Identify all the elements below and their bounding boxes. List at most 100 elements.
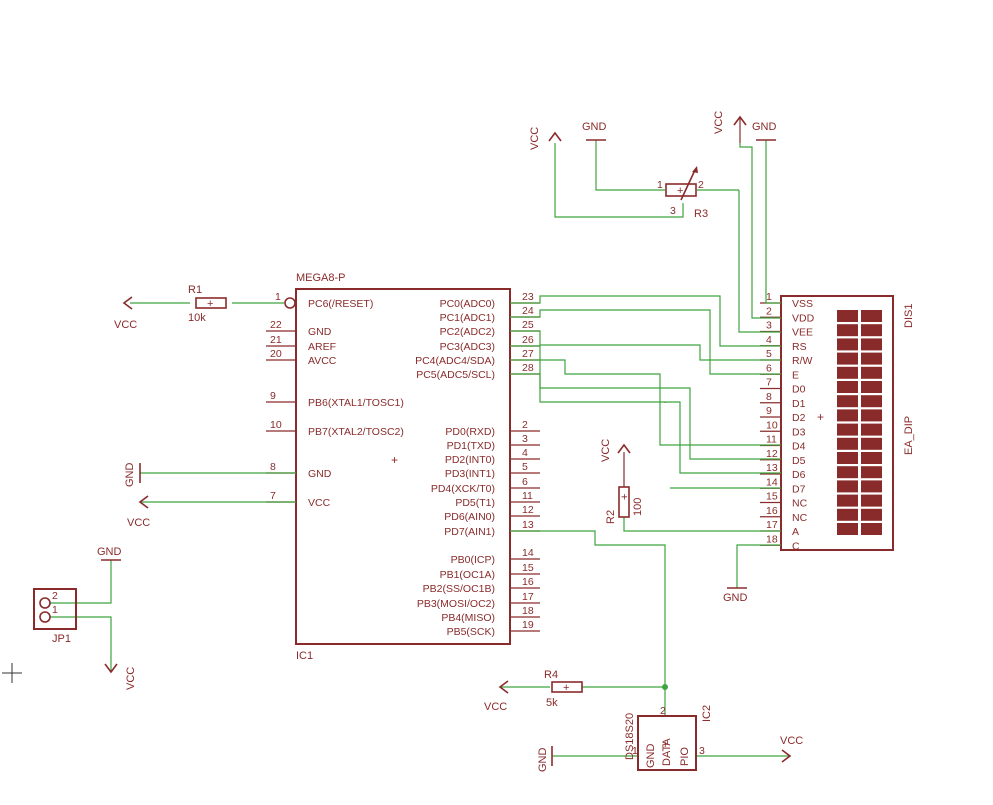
dis1-origin-mark: + (817, 410, 824, 424)
ic2[interactable]: DS18S20 IC2 GND DATA PIO 2 1 3 + (624, 705, 713, 771)
wire-pc4-d5 (510, 359, 781, 460)
ic1-pin-name: PC2(ADC2) (440, 326, 495, 338)
r1[interactable]: + R1 10k 1 (188, 284, 281, 324)
r2-name: R2 (605, 510, 617, 524)
svg-text:VCC: VCC (529, 127, 541, 150)
dis1-pin-number: 5 (766, 348, 772, 360)
ic1-pin-number: 28 (522, 362, 534, 374)
ic1-pin-name: PB2(SS/OC1B) (423, 583, 495, 595)
svg-text:GND: GND (645, 744, 657, 769)
dis1-pin-name: E (792, 369, 799, 381)
svg-text:VCC: VCC (125, 667, 137, 690)
wire-r2-a (623, 517, 781, 532)
ic1-pin-number: 19 (522, 619, 534, 631)
wire-pd7-data (510, 530, 666, 687)
svg-text:VCC: VCC (713, 111, 725, 134)
junction-dot (662, 684, 668, 690)
svg-text:VCC: VCC (600, 439, 612, 462)
ic1-pin-name: PC3(ADC3) (440, 341, 495, 353)
svg-text:+: + (662, 739, 668, 751)
ic1-pin-name: GND (308, 326, 332, 338)
lcd-segment (861, 324, 882, 337)
svg-text:3: 3 (670, 205, 676, 217)
svg-text:2: 2 (52, 590, 58, 602)
r3[interactable]: + 1 2 3 R3 (657, 166, 708, 220)
lcd-segment (837, 409, 858, 422)
dis1-pin-name: NC (792, 498, 808, 510)
power-symbols: VCC VCC GND GND VCC VCC GND VCC GND VCC … (97, 111, 803, 772)
lcd-segment (837, 508, 858, 521)
r3-body (665, 183, 697, 197)
ic1-pin-name: PB7(XTAL2/TOSC2) (308, 426, 404, 438)
svg-text:2: 2 (660, 705, 666, 717)
ic1-pin-name: PD3(INT1) (445, 468, 495, 480)
dis1-pin-name: VDD (792, 312, 815, 324)
ic1-pin-name: GND (308, 468, 332, 480)
svg-text:1: 1 (657, 179, 663, 191)
r4-body (551, 681, 583, 693)
r1-body (195, 297, 227, 309)
ic1-pin-name: AVCC (308, 355, 337, 367)
lcd-segment (861, 466, 882, 479)
r2[interactable]: + R2 100 (605, 452, 644, 524)
lcd-segment (861, 381, 882, 393)
wire-r3-gnd (595, 140, 665, 191)
r3-name: R3 (694, 208, 708, 220)
svg-text:+: + (677, 185, 683, 197)
dis1-pin-number: 4 (766, 334, 772, 346)
lcd-segment (861, 494, 882, 507)
lcd-segment (861, 338, 882, 351)
dis1-pin-number: 15 (766, 491, 778, 503)
dis1-pin-name: VSS (792, 298, 813, 310)
lcd-segment-array (837, 310, 882, 535)
svg-text:VCC: VCC (780, 735, 803, 747)
ic1-pin-number: 15 (522, 562, 534, 574)
ic1-pin-number: 3 (522, 433, 528, 445)
dis1-body (780, 295, 894, 551)
vcc-arrow-icon (104, 663, 118, 674)
dis1-pin-number: 2 (766, 305, 772, 317)
lcd-segment (837, 523, 858, 535)
r3-wiper-arrow (680, 169, 696, 201)
lcd-segment (837, 310, 858, 322)
dis1-pin-number: 8 (766, 391, 772, 403)
dis1-pin-name: D3 (792, 426, 806, 438)
dis1[interactable]: + LCD DISPLAY 16x2 DIS1 EA_DIP 1VSS2VDD3… (760, 291, 915, 552)
ic1-pin-number: 13 (522, 519, 534, 531)
ic1-pin-name: PB5(SCK) (447, 626, 495, 638)
wire-pc3-d4 (510, 345, 781, 446)
ic1-pin-number: 4 (522, 447, 528, 459)
wire-c-gnd (736, 544, 781, 588)
vcc-arrow-icon (617, 443, 631, 454)
lcd-segment (837, 466, 858, 479)
ic1-pin-number: 10 (270, 419, 282, 431)
r4[interactable]: + R4 5k (544, 669, 583, 709)
jp1-body (33, 588, 77, 630)
dis1-pin-name: D6 (792, 469, 806, 481)
svg-text:GND: GND (582, 121, 607, 133)
wire-lcd-vss (765, 140, 781, 304)
ic1-pin-number: 27 (522, 348, 534, 360)
wire-r3-vee (738, 190, 781, 333)
ic1-origin-mark: + (391, 453, 398, 467)
jp1[interactable]: 2 1 JP1 (33, 588, 77, 645)
dis1-pin-name: D2 (792, 412, 806, 424)
wire-r3-vcc (554, 143, 684, 218)
ic1-pin-number: 6 (522, 476, 528, 488)
dis1-pin-name: A (792, 526, 799, 538)
lcd-segment (837, 352, 858, 365)
dis1-pin-number: 1 (766, 291, 772, 303)
ic1-pin-number: 16 (522, 576, 534, 588)
r4-name: R4 (544, 669, 558, 681)
lcd-segment (837, 494, 858, 507)
dis1-name: DIS1 (903, 304, 915, 328)
dis1-pin-number: 3 (766, 320, 772, 332)
svg-text:1: 1 (52, 604, 58, 616)
ic1[interactable]: MEGA8-P IC1 + PC6(/RESET)22GND21AREF20AV… (266, 272, 540, 662)
wire-lcd-vdd (739, 143, 781, 319)
wire-pc5-d6 (510, 373, 781, 474)
vcc-arrow-icon (548, 131, 562, 142)
wires (50, 140, 790, 757)
r4-value: 5k (546, 697, 558, 709)
